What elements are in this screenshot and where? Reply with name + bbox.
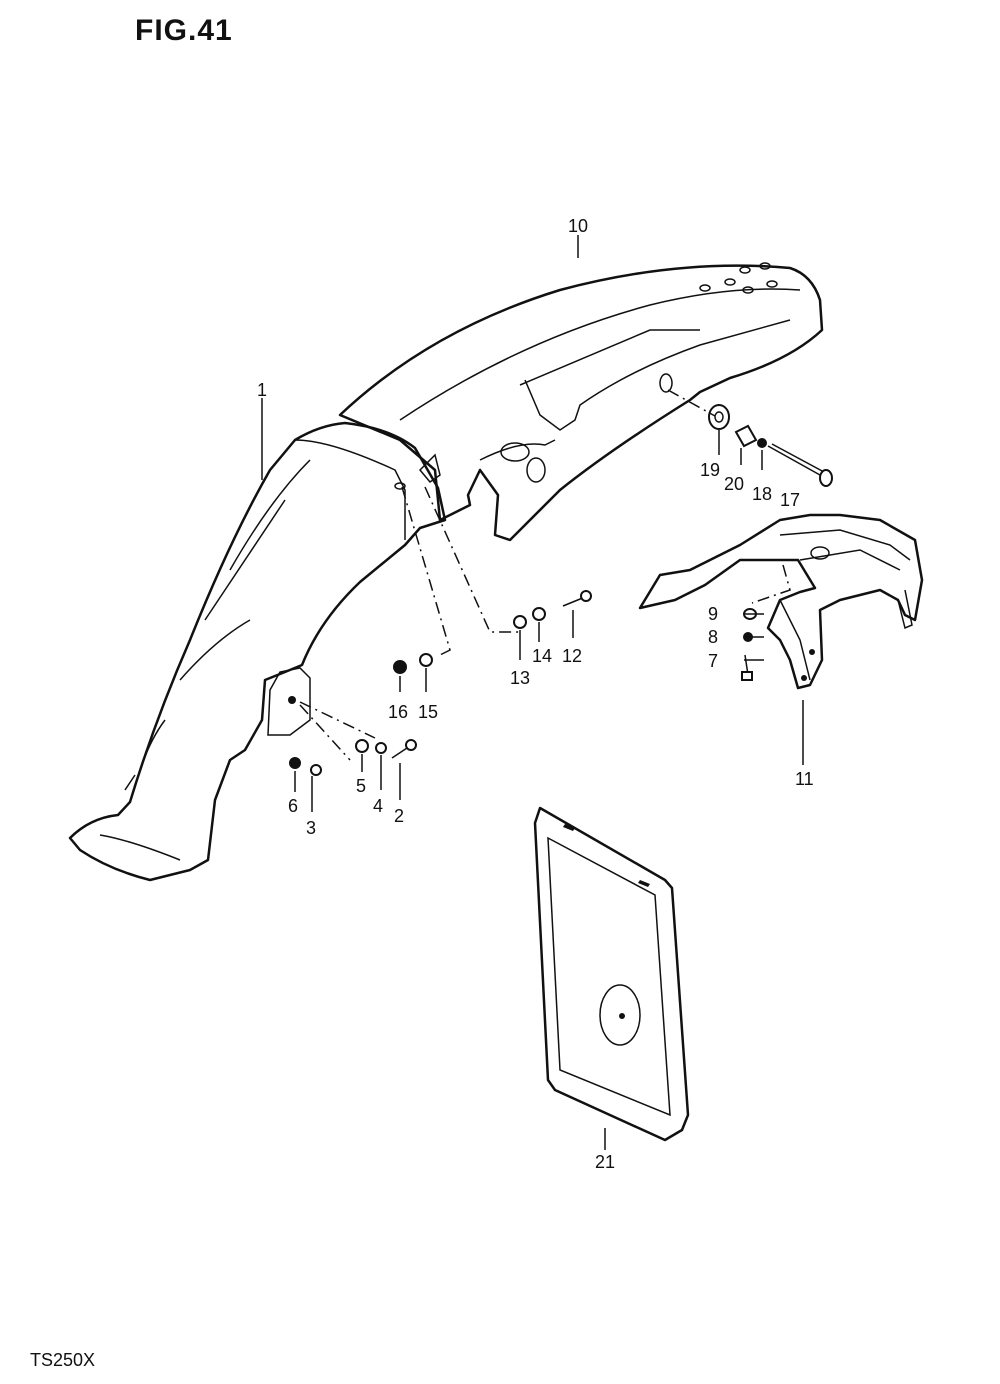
callout-6: 6 (288, 796, 298, 816)
callout-18: 18 (752, 484, 772, 504)
callout-7: 7 (708, 651, 718, 671)
rear-fender-main (68, 421, 447, 882)
model-code: TS250X (30, 1350, 96, 1370)
callout-16: 16 (388, 702, 408, 722)
assembly-lines (299, 389, 791, 761)
callout-4: 4 (373, 796, 383, 816)
callout-15: 15 (418, 702, 438, 722)
callout-11: 11 (795, 769, 814, 789)
callout-19: 19 (700, 460, 720, 480)
callout-20: 20 (724, 474, 744, 494)
hardware-parts (289, 404, 833, 776)
callout-1: 1 (257, 380, 267, 400)
leader-lines (261, 235, 804, 1150)
callout-3: 3 (306, 818, 316, 838)
callout-10: 10 (568, 216, 588, 236)
mud-flap (533, 806, 690, 1142)
callout-labels: 1 2 3 4 5 6 7 8 9 10 11 12 13 14 15 16 1… (257, 216, 814, 1172)
callout-9: 9 (708, 604, 718, 624)
callout-5: 5 (356, 776, 366, 796)
callout-21: 21 (595, 1152, 615, 1172)
carrier-bracket (638, 513, 924, 690)
rear-fender-upper (338, 262, 824, 542)
callout-14: 14 (532, 646, 552, 666)
callout-17: 17 (780, 490, 800, 510)
figure-title: FIG.41 (135, 14, 233, 47)
callout-13: 13 (510, 668, 530, 688)
callout-2: 2 (394, 806, 404, 826)
callout-8: 8 (708, 627, 718, 647)
callout-12: 12 (562, 646, 582, 666)
